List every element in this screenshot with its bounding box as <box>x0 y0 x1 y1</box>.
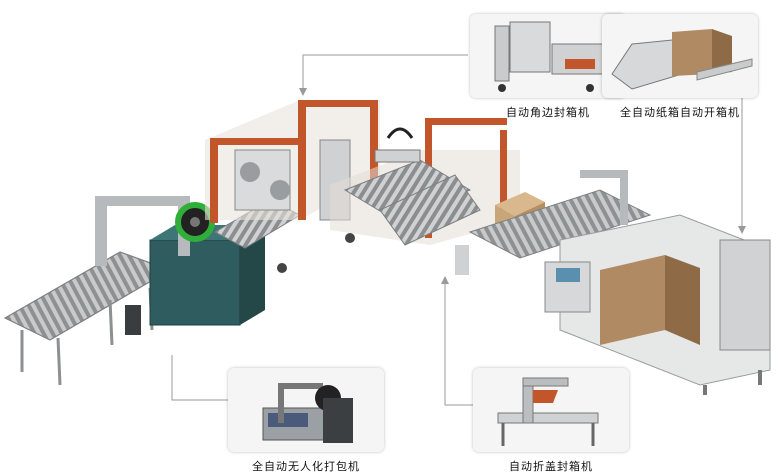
leader-line-corner-sealer <box>302 54 468 92</box>
caption-strapping-machine: 全自动无人化打包机 <box>252 460 360 473</box>
caption-carton-erector: 全自动纸箱自动开箱机 <box>620 106 740 119</box>
leader-line-strapping <box>171 355 228 401</box>
leader-line-fold-sealer <box>444 280 473 406</box>
strapping-machine <box>95 196 265 335</box>
caption-flap-fold-sealer: 自动折盖封箱机 <box>509 460 593 473</box>
callout-corner-edge-sealer: 自动角边封箱机 <box>470 14 626 120</box>
caption-corner-edge-sealer: 自动角边封箱机 <box>506 106 590 119</box>
infeed-roller-conveyor <box>3 251 172 386</box>
corner-edge-sealer <box>205 100 380 273</box>
corner-edge-sealer-icon <box>470 14 626 98</box>
strapping-machine-icon <box>228 368 384 452</box>
transfer-conveyor-2 <box>468 189 652 259</box>
callout-flap-fold-sealer: 自动折盖封箱机 <box>473 368 629 474</box>
carton-erector <box>544 170 771 395</box>
callout-strapping-machine: 全自动无人化打包机 <box>228 368 384 474</box>
carton-erector-icon <box>602 14 758 98</box>
callout-carton-erector: 全自动纸箱自动开箱机 <box>602 14 758 120</box>
fold-sealer-station <box>330 118 520 275</box>
flap-fold-sealer-icon <box>473 368 629 452</box>
